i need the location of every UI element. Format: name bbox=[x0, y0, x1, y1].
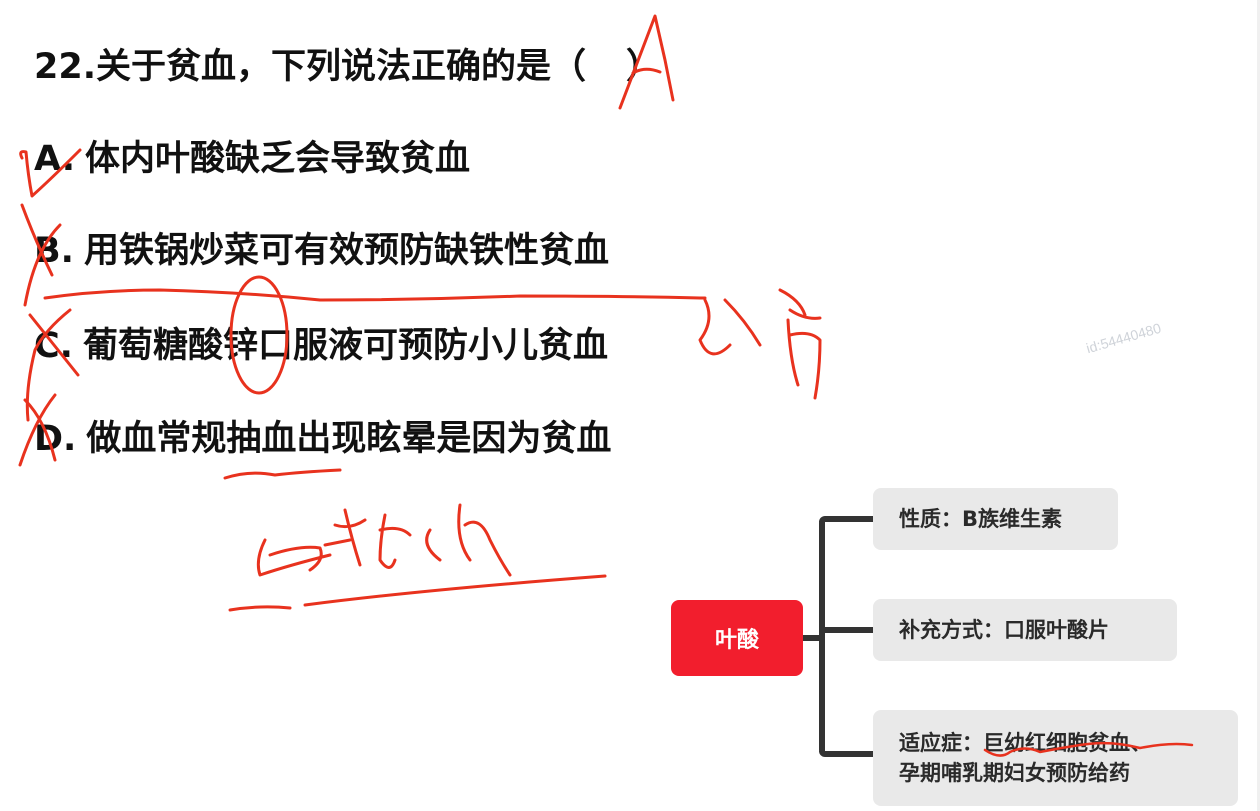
root-label: 叶酸 bbox=[714, 628, 759, 653]
handwritten-note-dixuetang bbox=[256, 503, 512, 577]
connector-branch-2 bbox=[819, 627, 873, 633]
branch-label: 补充方式：口服叶酸片 bbox=[899, 617, 1109, 642]
option-letter: A. bbox=[34, 139, 76, 179]
option-text: 做血常规抽血出现眩晕是因为贫血 bbox=[86, 419, 612, 459]
option-c: C.葡萄糖酸锌口服液可预防小儿贫血 bbox=[34, 317, 608, 368]
option-text: 葡萄糖酸锌口服液可预防小儿贫血 bbox=[82, 326, 608, 366]
mindmap-branch-properties: 性质：B族维生素 bbox=[873, 488, 1118, 550]
option-a: A.体内叶酸缺乏会导致贫血 bbox=[34, 130, 470, 181]
connector-branch-1 bbox=[819, 516, 873, 522]
watermark: id:54440480 bbox=[1084, 319, 1163, 357]
option-d: D.做血常规抽血出现眩晕是因为贫血 bbox=[34, 410, 611, 461]
connector-trunk bbox=[819, 517, 825, 756]
connector-branch-3 bbox=[819, 751, 873, 757]
option-text: 用铁锅炒菜可有效预防缺铁性贫血 bbox=[83, 231, 609, 271]
option-letter: B. bbox=[34, 231, 74, 271]
underline-stroke bbox=[223, 468, 342, 480]
branch-label-line1: 适应症：巨幼红细胞贫血、 bbox=[899, 730, 1151, 755]
branch-label: 性质：B族维生素 bbox=[899, 506, 1063, 531]
handwritten-note-fayu bbox=[698, 288, 822, 400]
option-letter: C. bbox=[34, 326, 73, 366]
mindmap-branch-indications: 适应症：巨幼红细胞贫血、 孕期哺乳期妇女预防给药 bbox=[873, 710, 1238, 806]
question-text: 关于贫血，下列说法正确的是（ bbox=[96, 47, 587, 87]
question-stem: 22.关于贫血，下列说法正确的是（ ） bbox=[34, 38, 661, 89]
question-number: 22. bbox=[34, 47, 97, 87]
option-letter: D. bbox=[34, 419, 77, 459]
wavy-underline bbox=[43, 288, 707, 302]
mindmap-branch-supplement: 补充方式：口服叶酸片 bbox=[873, 599, 1177, 661]
branch-label-line2: 孕期哺乳期妇女预防给药 bbox=[899, 761, 1130, 785]
page-edge bbox=[1257, 0, 1260, 811]
arrow-underline bbox=[228, 574, 607, 612]
connector-root bbox=[803, 635, 823, 641]
mindmap-root-node: 叶酸 bbox=[671, 600, 803, 676]
option-b: B.用铁锅炒菜可有效预防缺铁性贫血 bbox=[34, 222, 609, 273]
option-text: 体内叶酸缺乏会导致贫血 bbox=[85, 139, 471, 179]
question-close-paren: ） bbox=[626, 47, 662, 87]
